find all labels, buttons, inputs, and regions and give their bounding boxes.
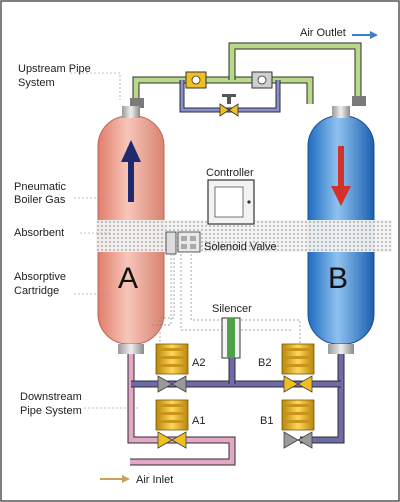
label-valve-a1: A1	[192, 415, 205, 427]
down-arrow-icon	[331, 146, 351, 206]
label-tower-b: B	[328, 262, 348, 295]
tower-b-top-connector	[352, 96, 366, 106]
label-absorptive-line1: Absorptive	[14, 271, 66, 283]
valve-a1	[155, 399, 189, 449]
label-silencer: Silencer	[212, 303, 252, 315]
label-pneumatic-line1: Pneumatic	[14, 181, 66, 193]
label-controller: Controller	[206, 167, 254, 179]
label-valve-b2: B2	[258, 357, 271, 369]
solenoid-valve	[165, 231, 201, 255]
valve-b1	[281, 399, 315, 449]
label-pneumatic-line2: Boiler Gas	[14, 194, 66, 206]
silencer	[221, 317, 241, 359]
valve-b2	[281, 343, 315, 393]
absorbent-band	[96, 220, 392, 252]
label-upstream-line2: System	[18, 77, 55, 89]
controller-unit	[207, 179, 255, 225]
pneumatic-lines	[150, 254, 301, 360]
label-valve-a2: A2	[192, 357, 205, 369]
air-outlet-arrow-icon	[352, 31, 378, 39]
label-downstream-line2: Pipe System	[20, 405, 82, 417]
purge-valve-upper	[219, 94, 239, 117]
label-air-inlet: Air Inlet	[136, 474, 173, 486]
label-valve-b1: B1	[260, 415, 273, 427]
check-valve-left	[185, 71, 207, 89]
tower-a-top-connector	[130, 98, 144, 108]
air-inlet-arrow-icon	[100, 475, 130, 483]
check-valve-right	[251, 71, 273, 89]
label-air-outlet: Air Outlet	[300, 27, 346, 39]
label-absorptive-line2: Cartridge	[14, 285, 59, 297]
label-tower-a: A	[118, 262, 138, 295]
label-downstream-line1: Downstream	[20, 391, 82, 403]
label-absorbent: Absorbent	[14, 227, 64, 239]
label-solenoid-valve: Solenoid Valve	[204, 241, 277, 253]
leader-lines	[70, 72, 140, 409]
valve-a2	[155, 343, 189, 393]
label-upstream-line1: Upstream Pipe	[18, 63, 91, 75]
up-arrow-icon	[121, 140, 141, 202]
